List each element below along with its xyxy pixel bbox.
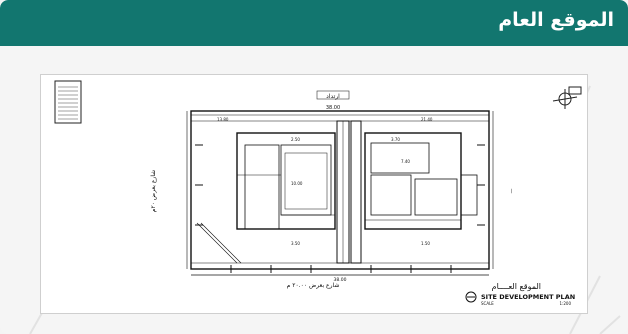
dim-label: 21.40 [421, 117, 433, 122]
plot-boundary [190, 110, 490, 270]
left-street-label: شارع بعرض ٢٠م [150, 170, 157, 212]
bottom-dimension: 38.00 [334, 277, 347, 283]
dim-label: 3.50 [291, 241, 300, 246]
title-block [54, 80, 82, 124]
street-label: شارع بعرض ٢٠.٠٠ م [287, 282, 340, 289]
right-building [364, 132, 478, 230]
dim-label: 10.00 [291, 181, 303, 186]
left-building [236, 132, 336, 230]
dim-label: 2.50 [291, 137, 300, 142]
dim-label: 13.80 [217, 117, 229, 122]
plan-title-ar: الموقع العــــام [492, 282, 541, 291]
plan-symbol-icon [465, 291, 477, 303]
card-header: الموقع العام [0, 0, 628, 46]
plan-scale-label: SCALE [481, 301, 494, 306]
top-label: ارتداد [326, 93, 340, 100]
dim-label: 3.70 [391, 137, 400, 142]
plan-svg: ارتداد 38.00 [54, 80, 582, 306]
svg-text:—: — [509, 189, 515, 194]
plan-title-en: SITE DEVELOPMENT PLAN [481, 293, 575, 301]
dim-label: 1.50 [421, 241, 430, 246]
card-title: الموقع العام [498, 9, 614, 31]
site-plan-drawing[interactable]: ارتداد 38.00 [40, 74, 588, 314]
top-dimension: 38.00 [326, 105, 340, 111]
dim-label: 7.40 [401, 159, 410, 164]
north-arrow-icon [552, 86, 582, 109]
plan-scale-value: 1:200 [559, 301, 571, 306]
